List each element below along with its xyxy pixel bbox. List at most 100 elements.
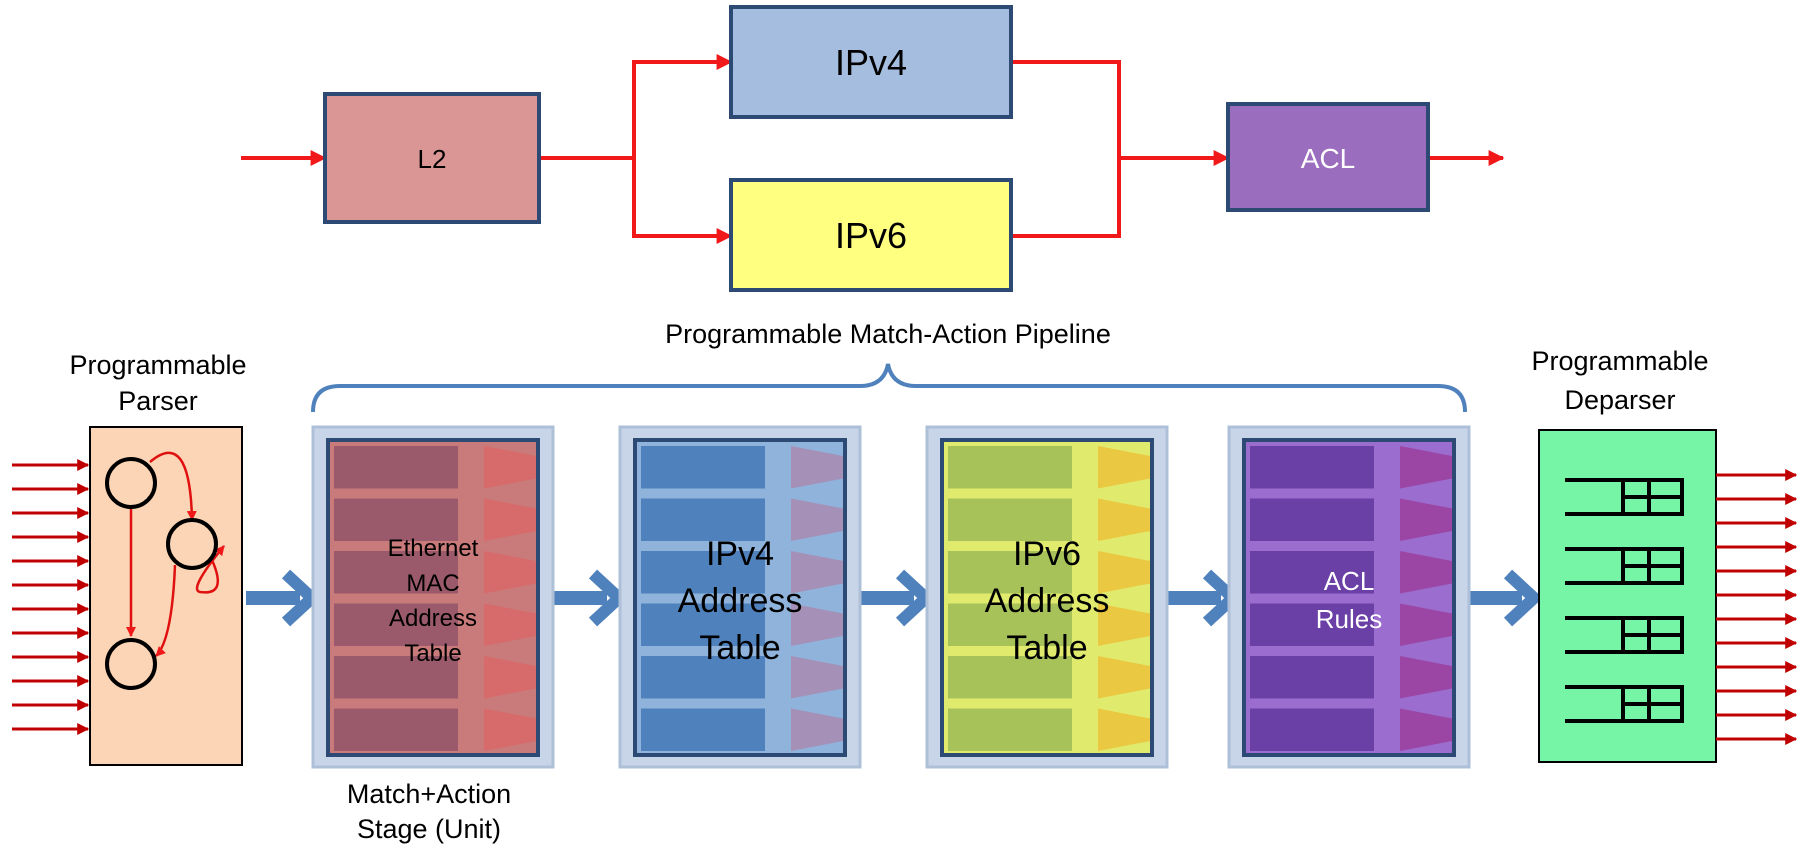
stage-label: Rules xyxy=(1316,604,1382,634)
deparser-label-line2: Deparser xyxy=(1564,385,1675,415)
action-unit xyxy=(1400,656,1452,699)
stage-caption-line2: Stage (Unit) xyxy=(357,814,501,844)
table-area xyxy=(942,440,1152,755)
match-entry xyxy=(1250,446,1374,489)
match-entry xyxy=(641,498,765,541)
match-entry xyxy=(641,551,765,594)
queue-icon xyxy=(1565,685,1684,723)
stage-label: Table xyxy=(1006,629,1087,667)
match-entry xyxy=(334,603,458,646)
table-outline xyxy=(940,438,1154,757)
stage-label: Address xyxy=(389,605,477,632)
match-entry xyxy=(334,708,458,751)
match-entry xyxy=(334,498,458,541)
l2-to-ipv4-arrow xyxy=(539,54,733,160)
match-entry xyxy=(334,656,458,699)
match-entry xyxy=(948,446,1072,489)
table-outline xyxy=(1242,438,1456,757)
stage-label: Address xyxy=(678,582,803,620)
l2-to-ipv6-arrow xyxy=(632,158,733,244)
match-entry xyxy=(948,551,1072,594)
action-unit xyxy=(484,446,536,489)
action-unit xyxy=(1400,551,1452,594)
queue-icon xyxy=(1565,616,1684,654)
table-area xyxy=(328,440,538,755)
action-unit xyxy=(791,498,843,541)
action-unit xyxy=(791,551,843,594)
stage-label: IPv6 xyxy=(1013,535,1081,573)
ipv4-to-merge xyxy=(1011,60,1121,158)
ipv6-table-box: IPv6 xyxy=(729,178,1013,292)
stage-label: ACL xyxy=(1324,566,1375,596)
stage-label: MAC xyxy=(406,570,459,597)
action-unit xyxy=(791,603,843,646)
parser-input-arrows xyxy=(12,459,90,735)
action-unit xyxy=(1098,498,1150,541)
deparser-box xyxy=(1538,429,1717,763)
table-area xyxy=(635,440,845,755)
match-entry xyxy=(334,551,458,594)
deparser-output-arrows xyxy=(1716,469,1798,745)
stage-label: Table xyxy=(404,640,461,667)
stage-label: Address xyxy=(985,582,1110,620)
action-unit xyxy=(484,498,536,541)
match-entry xyxy=(1250,656,1374,699)
ipv6-to-merge xyxy=(1011,158,1121,238)
action-unit xyxy=(791,656,843,699)
action-unit xyxy=(484,603,536,646)
stage-transition-arrowhead xyxy=(1503,569,1543,627)
match-entry xyxy=(641,656,765,699)
parser-box xyxy=(89,426,243,766)
ipv4-table-box: IPv4 xyxy=(729,5,1013,119)
action-unit xyxy=(1400,498,1452,541)
action-unit xyxy=(1098,603,1150,646)
transition-edge xyxy=(149,451,197,521)
stages: EthernetMACAddressTableIPv4AddressTableI… xyxy=(311,425,1471,769)
action-unit xyxy=(1098,551,1150,594)
parse-state-node xyxy=(105,457,157,509)
match-entry xyxy=(948,708,1072,751)
match-entry xyxy=(334,446,458,489)
action-unit xyxy=(1400,603,1452,646)
match-entry xyxy=(948,498,1072,541)
deparser-queues xyxy=(1565,478,1684,723)
match-entry xyxy=(948,603,1072,646)
match-entry xyxy=(641,446,765,489)
match-action-stage: ACL Rules xyxy=(1227,425,1471,769)
action-unit xyxy=(484,708,536,751)
parser-label-line1: Programmable xyxy=(69,350,246,380)
action-unit xyxy=(484,551,536,594)
deparser-label-line1: Programmable xyxy=(1531,346,1708,376)
pipeline-label: Programmable Match-Action Pipeline xyxy=(665,319,1111,349)
match-entry xyxy=(641,603,765,646)
action-unit xyxy=(791,708,843,751)
stage-label: Ethernet xyxy=(388,535,479,562)
l2-table-box: L2 xyxy=(323,92,541,224)
queue-icon xyxy=(1565,547,1684,585)
flow-connectors xyxy=(241,54,1505,244)
action-unit xyxy=(1098,708,1150,751)
action-unit xyxy=(484,656,536,699)
l2-label: L2 xyxy=(418,144,447,174)
self-loop-edge xyxy=(195,545,225,594)
pipeline-brace xyxy=(311,363,1467,413)
match-entry xyxy=(1250,551,1374,594)
match-entry xyxy=(1250,498,1374,541)
action-unit xyxy=(1098,656,1150,699)
stage-label: Table xyxy=(699,629,780,667)
action-unit xyxy=(1400,446,1452,489)
stage-caption-line1: Match+Action xyxy=(347,779,511,809)
top-flow: L2 IPv4 IPv6 ACL xyxy=(241,5,1505,292)
table-outline xyxy=(326,438,540,757)
parser-label-line2: Parser xyxy=(118,386,198,416)
stage-label: IPv4 xyxy=(706,535,774,573)
ipv6-label: IPv6 xyxy=(835,215,907,256)
parse-state-node xyxy=(105,638,157,690)
queue-icon xyxy=(1565,478,1684,516)
match-entry xyxy=(641,708,765,751)
table-outline xyxy=(633,438,847,757)
